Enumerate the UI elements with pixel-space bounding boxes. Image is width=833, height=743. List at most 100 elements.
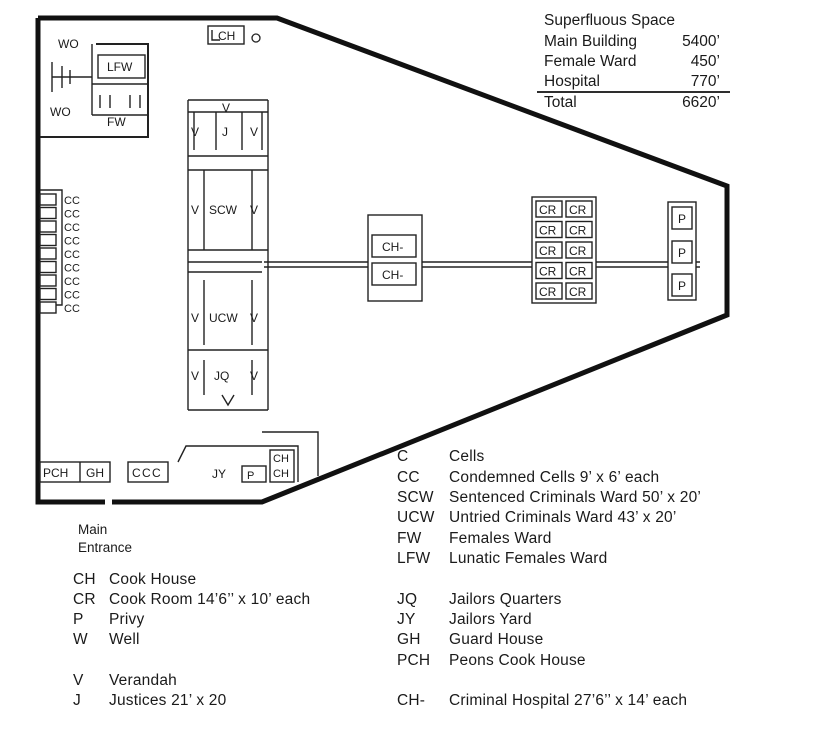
v-label-ucw-left: V — [191, 311, 199, 325]
jy-label: JY — [212, 467, 226, 481]
cells-label-1: C — [132, 466, 141, 480]
privies: P P P — [667, 201, 697, 301]
legend-code: P — [73, 611, 84, 628]
cook-room — [535, 220, 563, 239]
legend-code: GH — [397, 631, 421, 648]
main-entrance-line2: Entrance — [78, 540, 133, 555]
legend-desc: Justices 21’ x 20 — [109, 692, 227, 709]
superfluous-row-label: Main Building — [544, 33, 638, 50]
legend-code: V — [73, 672, 84, 689]
legend-desc: Lunatic Females Ward — [449, 550, 608, 567]
legend-desc: Condemned Cells 9’ x 6’ each — [449, 469, 660, 486]
cook-room — [565, 241, 593, 259]
ch-hospital-label-1: CH- — [382, 240, 403, 254]
cr-label: CR — [569, 244, 587, 258]
superfluous-row-label: Hospital — [544, 73, 600, 90]
legend-code: C — [397, 448, 409, 465]
legend-code: SCW — [397, 489, 434, 506]
legend-desc: Jailors Quarters — [449, 591, 562, 608]
legend-desc: Females Ward — [449, 530, 552, 547]
ch-label-bottom-2: CH — [273, 468, 289, 480]
main-entrance-label: Main Entrance — [78, 521, 132, 557]
v-label-j-right: V — [250, 125, 258, 139]
main-entrance-line1: Main — [78, 522, 108, 537]
cook-room — [535, 200, 563, 218]
female-ward-block: WO LFW WO FW — [40, 37, 149, 138]
pch-label: PCH — [43, 466, 68, 480]
condemned-cell — [39, 274, 57, 287]
legend-code: PCH — [397, 652, 431, 669]
cc-label: CC — [64, 249, 80, 261]
criminal-hospital: CH- CH- — [367, 214, 423, 302]
fw-label: FW — [107, 115, 126, 129]
ch-hospital-label-2: CH- — [382, 268, 403, 282]
ucw-label: UCW — [209, 311, 238, 325]
well-icon — [251, 33, 261, 43]
superfluous-row-value: 770’ — [690, 73, 720, 90]
cook-room — [565, 220, 593, 239]
legend-desc: Privy — [109, 611, 145, 628]
cc-label: CC — [64, 236, 80, 248]
legend-code: W — [73, 631, 88, 648]
condemned-cell — [39, 301, 57, 314]
central-ward-block: V V J V V SCW V V UCW V V JQ V — [187, 99, 269, 411]
cr-label: CR — [539, 244, 557, 258]
cook-room — [565, 200, 593, 218]
cook-room — [535, 241, 563, 259]
legend-desc: Peons Cook House — [449, 652, 586, 669]
v-label-scw-left: V — [191, 203, 199, 217]
cr-label: CR — [569, 224, 587, 238]
condemned-cell — [39, 193, 57, 206]
condemned-cell — [39, 260, 57, 274]
lfw-label: LFW — [107, 60, 133, 74]
central-passage — [264, 261, 700, 268]
legend-code: JY — [397, 611, 416, 628]
v-label-jq-right: V — [250, 369, 258, 383]
superfluous-total-value: 6620’ — [682, 94, 720, 111]
legend-desc: Criminal Hospital 27’6’’ x 14’ each — [449, 692, 688, 709]
jq-label: JQ — [214, 369, 229, 383]
legend-code: CC — [397, 469, 420, 486]
v-label-jq-left: V — [191, 369, 199, 383]
legend-desc: Cells — [449, 448, 485, 465]
superfluous-total-label: Total — [544, 94, 577, 111]
superfluous-row-value: 5400’ — [682, 33, 720, 50]
cook-room — [565, 282, 593, 300]
legend-desc: Sentenced Criminals Ward 50’ x 20’ — [449, 489, 702, 506]
cr-label: CR — [539, 285, 557, 299]
cr-label: CR — [539, 224, 557, 238]
p-label-1: P — [678, 212, 686, 226]
legend-desc: Cook Room 14’6’’ x 10’ each — [109, 591, 311, 608]
cc-label: CC — [64, 195, 80, 207]
scw-label: SCW — [209, 203, 238, 217]
superfluous-row-value: 450’ — [690, 53, 720, 70]
legend-desc: Untried Criminals Ward 43’ x 20’ — [449, 509, 677, 526]
condemned-cell — [39, 247, 57, 260]
compound-wall — [35, 15, 730, 505]
cr-label: CR — [539, 203, 557, 217]
legend-code: UCW — [397, 509, 435, 526]
cook-room — [565, 261, 593, 280]
wo-label-top: WO — [58, 37, 79, 51]
cook-house-top: CH — [207, 25, 261, 45]
condemned-cell — [39, 206, 57, 220]
cc-label: CC — [64, 290, 80, 302]
legend-code: J — [73, 692, 81, 709]
cells-label-3: C — [152, 466, 161, 480]
cook-room — [535, 261, 563, 280]
legend-code: CH- — [397, 692, 426, 709]
cr-label: CR — [569, 285, 587, 299]
cc-label: CC — [64, 263, 80, 275]
cells-label-2: C — [142, 466, 151, 480]
legend-desc: Jailors Yard — [449, 611, 532, 628]
legend-desc: Well — [109, 631, 140, 648]
v-label-scw-right: V — [250, 203, 258, 217]
cr-label: CR — [569, 265, 587, 279]
cr-label: CR — [569, 203, 587, 217]
condemned-cell — [39, 220, 57, 233]
cook-room — [535, 282, 563, 300]
superfluous-row-label: Female Ward — [544, 53, 637, 70]
p-label-2: P — [678, 246, 686, 260]
cc-label: CC — [64, 303, 80, 315]
